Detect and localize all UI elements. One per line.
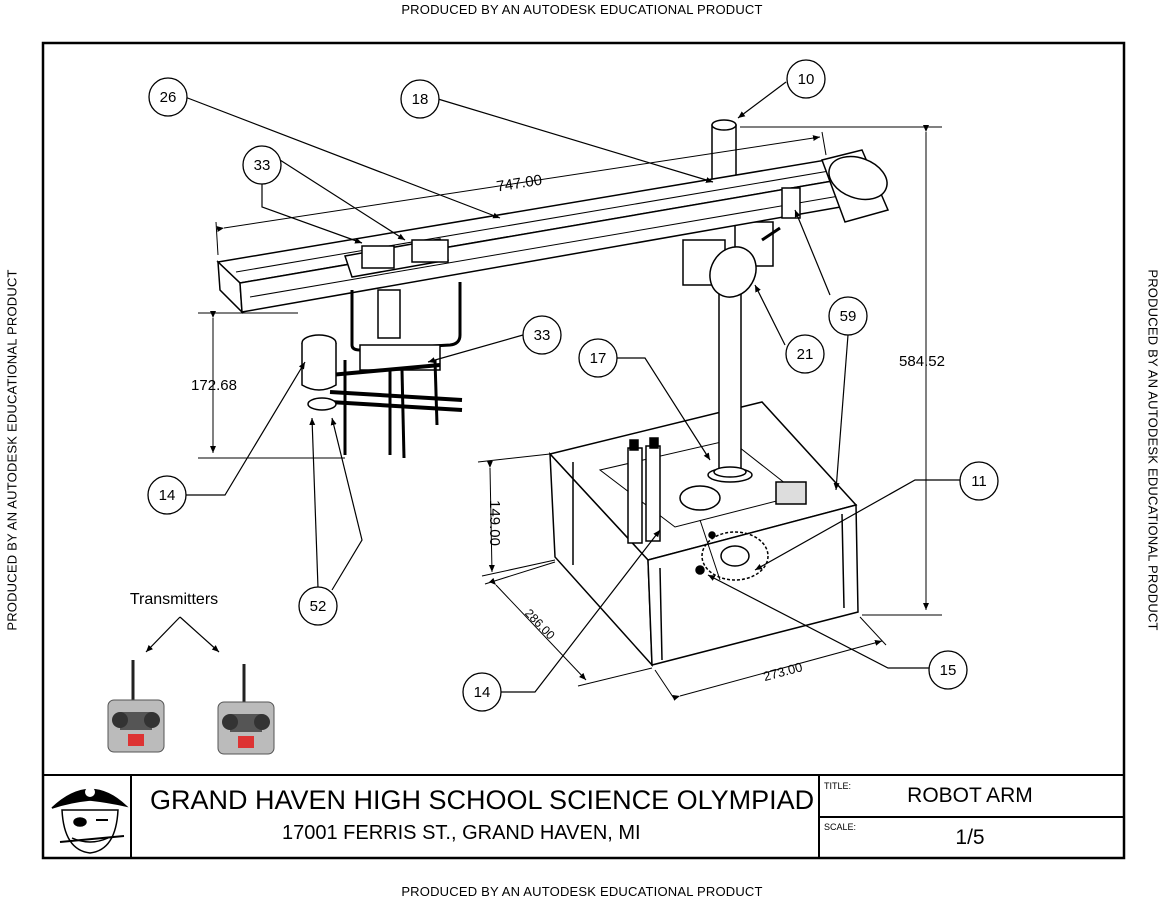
scale-label: SCALE:	[824, 822, 857, 832]
balloon-33-top: 33	[254, 157, 271, 174]
dim-273: 273.00	[762, 659, 804, 684]
gripper-assembly	[301, 282, 463, 459]
balloon-59: 59	[840, 308, 857, 325]
balloon-33-gripper: 33	[534, 327, 551, 344]
dim-747: 747.00	[495, 172, 543, 196]
leader-lines	[145, 81, 961, 693]
dimensions	[198, 125, 942, 701]
school-address: 17001 FERRIS ST., GRAND HAVEN, MI	[282, 822, 641, 844]
sheet-border	[41, 41, 1126, 860]
balloon-labels: 26 18 10 33 33 17 21 59 11 14 14 52 15	[159, 71, 987, 701]
watermark-top: PRODUCED BY AN AUTODESK EDUCATIONAL PROD…	[401, 2, 763, 17]
pivot-motor	[682, 221, 781, 298]
balloon-52: 52	[310, 598, 327, 615]
radio-transmitter-icon	[107, 660, 165, 753]
balloon-circles	[147, 59, 999, 712]
dim-286: 286.00	[522, 606, 558, 642]
drawing-title: ROBOT ARM	[907, 784, 1033, 807]
dim-149: 149.00	[486, 500, 503, 546]
drawing-scale: 1/5	[955, 826, 985, 849]
dim-172: 172.68	[191, 377, 237, 394]
dim-584: 584.52	[899, 353, 945, 370]
pirate-logo	[51, 787, 129, 854]
base-components	[627, 437, 807, 581]
balloon-14-base: 14	[474, 684, 491, 701]
balloon-21: 21	[797, 346, 814, 363]
title-block	[43, 774, 1124, 858]
robot-arm-drawing	[216, 119, 890, 668]
school-name: GRAND HAVEN HIGH SCHOOL SCIENCE OLYMPIAD	[150, 785, 815, 815]
balloon-14-gripper: 14	[159, 487, 176, 504]
watermark-bottom: PRODUCED BY AN AUTODESK EDUCATIONAL PROD…	[401, 884, 763, 899]
balloon-18: 18	[412, 91, 429, 108]
balloon-17: 17	[590, 350, 607, 367]
balloon-10: 10	[798, 71, 815, 88]
radio-transmitter-icon	[217, 664, 275, 755]
horizontal-beam	[216, 149, 890, 314]
balloon-15: 15	[940, 662, 957, 679]
balloon-26: 26	[160, 89, 177, 106]
base-box	[548, 401, 859, 668]
title-label: TITLE:	[824, 781, 852, 791]
balloon-11: 11	[971, 473, 987, 490]
transmitters-label: Transmitters	[130, 591, 218, 608]
